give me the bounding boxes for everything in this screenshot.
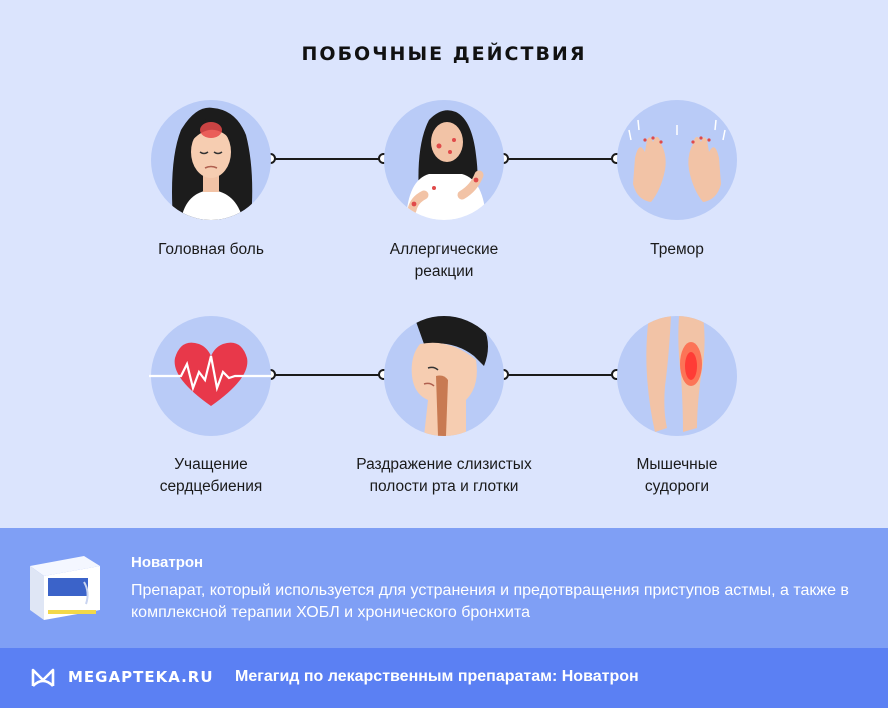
effect-label-headache: Головная боль — [158, 241, 264, 258]
connector-line — [504, 158, 616, 160]
throat-icon — [384, 316, 504, 436]
footer-bar — [0, 648, 888, 708]
heartbeat-icon — [149, 316, 273, 436]
headache-icon — [151, 100, 271, 220]
drug-package-image — [24, 552, 102, 627]
brand-name[interactable]: MEGAPTEKA.RU — [68, 668, 214, 686]
tremor-icon — [617, 100, 737, 220]
connector-line — [271, 158, 383, 160]
drug-name: Новатрон — [131, 554, 204, 571]
connector-line — [271, 374, 383, 376]
side-effects-section — [0, 0, 888, 528]
megapteka-logo-icon[interactable] — [30, 666, 56, 693]
effect-label-tremor: Тремор — [650, 241, 704, 258]
connector-line — [504, 374, 616, 376]
page-title: ПОБОЧНЫЕ ДЕЙСТВИЯ — [301, 43, 587, 65]
drug-info-band — [0, 528, 888, 648]
footer-caption: Мегагид по лекарственным препаратам: Нов… — [235, 668, 639, 685]
cramp-icon — [617, 316, 737, 436]
drug-description: Препарат, который используется для устра… — [131, 582, 849, 621]
allergy-icon — [384, 100, 504, 220]
